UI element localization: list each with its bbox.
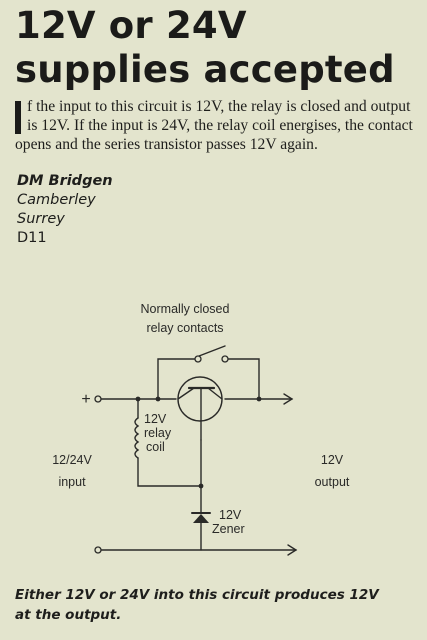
article-ref: D11 — [17, 230, 47, 246]
zener-triangle — [193, 514, 209, 523]
circuit-diagram: Normally closed relay contacts + 12V rel… — [52, 302, 350, 556]
relay-coil — [134, 417, 140, 459]
relay-contact-left — [194, 355, 202, 363]
input-terminal-plus — [94, 395, 102, 403]
node-dot — [256, 396, 262, 402]
node-dot — [135, 396, 141, 402]
author-name: DM Bridgen — [17, 173, 113, 189]
author-county: Surrey — [17, 211, 65, 227]
coil-bottom-wire — [137, 457, 202, 487]
title-line-1: 12V or 24V — [15, 4, 247, 47]
input-terminal-minus — [94, 546, 102, 554]
transistor-collector — [177, 387, 195, 400]
article-body: f the input to this circuit is 12V, the … — [15, 97, 419, 154]
author-town: Camberley — [17, 192, 96, 208]
coil-label-3: coil — [146, 440, 165, 454]
output-arrow-bottom — [287, 544, 298, 556]
zener-label-1: 12V — [219, 508, 242, 522]
input-label-1: 12/24V — [52, 453, 92, 467]
zener-label-2: Zener — [212, 522, 245, 536]
title-line-2: supplies accepted — [15, 48, 395, 91]
node-dot — [198, 483, 204, 489]
contacts-label-1: Normally closed — [141, 302, 230, 316]
output-label-2: output — [315, 475, 350, 489]
transistor-body — [177, 376, 223, 422]
relay-contact-right — [221, 355, 229, 363]
output-label-1: 12V — [321, 453, 344, 467]
body-text: f the input to this circuit is 12V, the … — [15, 98, 413, 153]
contacts-label-2: relay contacts — [146, 321, 223, 335]
coil-label-1: 12V — [144, 412, 167, 426]
node-dot — [155, 396, 161, 402]
caption-line-1: Either 12V or 24V into this circuit prod… — [15, 587, 379, 603]
coil-label-2: relay — [144, 426, 172, 440]
relay-contact-blade — [198, 345, 226, 357]
plus-label: + — [81, 391, 90, 408]
author-byline: DM Bridgen Camberley Surrey D11 — [17, 172, 113, 248]
input-label-2: input — [58, 475, 86, 489]
contact-loop-left — [157, 358, 196, 400]
caption-line-2: at the output. — [15, 607, 122, 623]
output-arrow-top — [283, 393, 294, 405]
figure-caption: Either 12V or 24V into this circuit prod… — [15, 585, 415, 625]
contact-loop-right — [224, 358, 260, 400]
drop-cap-bar — [15, 101, 21, 134]
transistor-emitter — [207, 387, 223, 400]
article-title: 12V or 24V supplies accepted — [15, 4, 420, 92]
